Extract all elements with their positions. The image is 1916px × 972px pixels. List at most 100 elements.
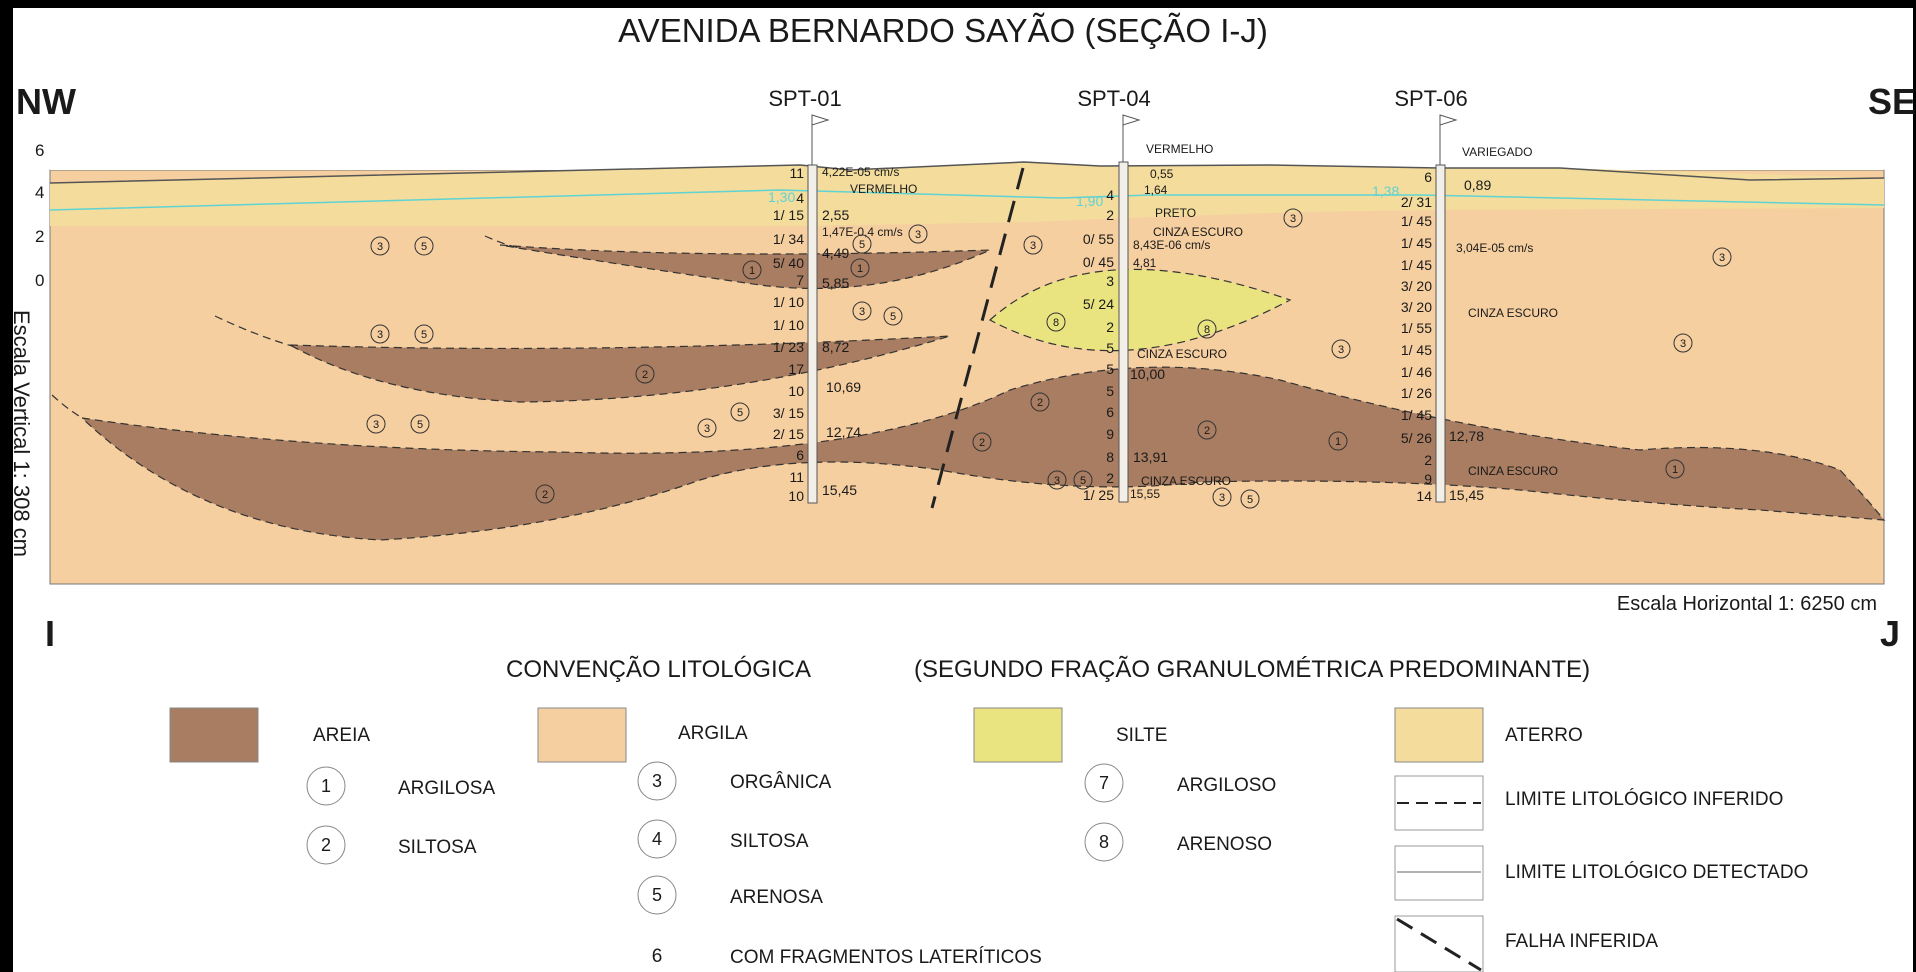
depth-value: 4,81 xyxy=(1133,256,1157,270)
svg-text:5: 5 xyxy=(737,407,743,419)
svg-text:3: 3 xyxy=(1719,252,1725,264)
code-circle-3: 3 xyxy=(1023,235,1043,255)
svg-text:1: 1 xyxy=(749,265,755,277)
above-ground xyxy=(50,150,1884,170)
depth-value: 8,72 xyxy=(822,339,849,355)
code-circle-5: 5 xyxy=(883,306,903,326)
svg-text:2: 2 xyxy=(1037,397,1043,409)
svg-text:5: 5 xyxy=(421,329,427,341)
svg-text:5: 5 xyxy=(859,239,865,251)
legend-code-label: ARGILOSA xyxy=(398,778,495,799)
nspt-value: 1/ 45 xyxy=(1401,407,1432,423)
legend-code-1: 1 xyxy=(306,766,346,806)
nspt-value: 1/ 45 xyxy=(1401,342,1432,358)
fault-line-icon xyxy=(1396,917,1482,972)
y-tick-6: 6 xyxy=(35,141,44,160)
code-circle-1: 1 xyxy=(850,258,870,278)
code-circle-1: 1 xyxy=(1328,431,1348,451)
svg-text:3: 3 xyxy=(1219,492,1225,504)
code-circle-2: 2 xyxy=(1197,420,1217,440)
depth-value: 5,85 xyxy=(822,275,849,291)
fault-label: FALHA INFERIDA xyxy=(1505,931,1658,952)
borehole-spt-06: SPT-06 1,38 xyxy=(1372,86,1468,503)
code-circle-5: 5 xyxy=(1073,470,1093,490)
legend-code-8: 8 xyxy=(1084,822,1124,862)
aterro-swatch xyxy=(1394,707,1484,763)
silte-label: SILTE xyxy=(1116,725,1167,746)
code-circle-2: 2 xyxy=(635,364,655,384)
nspt-value: 1/ 15 xyxy=(773,207,804,223)
code-circle-8: 8 xyxy=(1046,312,1066,332)
spt-01-nspt-values: 11 4 1/ 15 1/ 34 5/ 40 7 1/ 10 1/ 10 1/ … xyxy=(773,165,804,504)
nspt-value: 5 xyxy=(1106,340,1114,356)
nspt-value: 9 xyxy=(1424,471,1432,487)
svg-text:1: 1 xyxy=(857,263,863,275)
legend-heading: CONVENÇÃO LITOLÓGICA xyxy=(506,656,811,683)
nspt-value: 1/ 10 xyxy=(773,317,804,333)
depth-value: 10,69 xyxy=(826,379,861,395)
svg-text:3: 3 xyxy=(377,329,383,341)
svg-text:3: 3 xyxy=(1030,240,1036,252)
nspt-value: 1/ 10 xyxy=(773,294,804,310)
depth-value: 1,64 xyxy=(1144,183,1168,197)
svg-text:5: 5 xyxy=(417,419,423,431)
code-circle-5: 5 xyxy=(414,236,434,256)
nspt-value: 1/ 55 xyxy=(1401,320,1432,336)
depth-value: 0,55 xyxy=(1150,167,1174,181)
depth-value: 13,91 xyxy=(1133,449,1168,465)
nspt-value: 1/ 34 xyxy=(773,231,804,247)
depth-value: 4,49 xyxy=(822,245,849,261)
code-circle-3: 3 xyxy=(370,236,390,256)
nspt-value: 4 xyxy=(796,190,804,206)
borehole-spt-04: SPT-04 1,90 xyxy=(1076,86,1151,503)
legend-code-4: 4 xyxy=(637,819,677,859)
borehole-label: SPT-04 xyxy=(1077,86,1150,111)
aterro-label: ATERRO xyxy=(1505,725,1583,746)
svg-text:3: 3 xyxy=(1054,475,1060,487)
nspt-value: 10 xyxy=(788,383,804,399)
ground-surface xyxy=(49,161,1885,184)
code-circle-3: 3 xyxy=(1331,339,1351,359)
code-circle-3: 3 xyxy=(908,224,928,244)
nspt-value: 1/ 25 xyxy=(1083,487,1114,503)
svg-text:1: 1 xyxy=(1335,436,1341,448)
nspt-value: 3/ 20 xyxy=(1401,278,1432,294)
legend-code-number: 5 xyxy=(652,885,662,905)
areia-swatch xyxy=(169,707,259,763)
lithology-codes: 3 5 3 5 3 5 2 2 3 5 1 1 5 3 3 5 2 3 8 2 … xyxy=(366,208,1732,509)
code-circle-5: 5 xyxy=(414,324,434,344)
svg-text:2: 2 xyxy=(542,489,548,501)
svg-text:3: 3 xyxy=(377,241,383,253)
nspt-value: 3/ 15 xyxy=(773,405,804,421)
legend-code-label: SILTOSA xyxy=(730,831,809,852)
borehole-label: SPT-06 xyxy=(1394,86,1467,111)
svg-text:3: 3 xyxy=(1338,344,1344,356)
svg-text:5: 5 xyxy=(1247,494,1253,506)
nspt-value: 3 xyxy=(1106,273,1114,289)
spt-01-notes: 4,22E-05 cm/s VERMELHO 1,47E-0,4 cm/s xyxy=(822,165,917,239)
nspt-value: 6 xyxy=(796,447,804,463)
vertical-scale-label: Escala Vertical 1: 308 cm xyxy=(9,310,34,557)
note-text: CINZA ESCURO xyxy=(1153,225,1243,239)
nspt-value: 5/ 26 xyxy=(1401,430,1432,446)
note-text: 1,47E-0,4 cm/s xyxy=(822,225,903,239)
spt-04-notes: VERMELHO PRETO CINZA ESCURO 8,43E-06 cm/… xyxy=(1133,142,1243,488)
nspt-value: 5/ 40 xyxy=(773,255,804,271)
legend-code-label: ARGILOSO xyxy=(1177,775,1276,796)
borehole-column xyxy=(807,164,818,504)
note-text: 8,43E-06 cm/s xyxy=(1133,238,1210,252)
legend-code-label: ARENOSO xyxy=(1177,834,1272,855)
inferred-fault-line xyxy=(930,167,1025,509)
nspt-value: 1/ 23 xyxy=(773,339,804,355)
svg-text:8: 8 xyxy=(1053,317,1059,329)
areia-label: AREIA xyxy=(313,725,370,746)
legend-code-label: ARENOSA xyxy=(730,887,823,908)
argila-swatch xyxy=(537,707,627,763)
nspt-value: 6 xyxy=(1424,169,1432,185)
areia-lens-upper xyxy=(499,244,991,290)
nspt-value: 2/ 15 xyxy=(773,426,804,442)
code-circle-3: 3 xyxy=(697,418,717,438)
code-circle-3: 3 xyxy=(366,414,386,434)
